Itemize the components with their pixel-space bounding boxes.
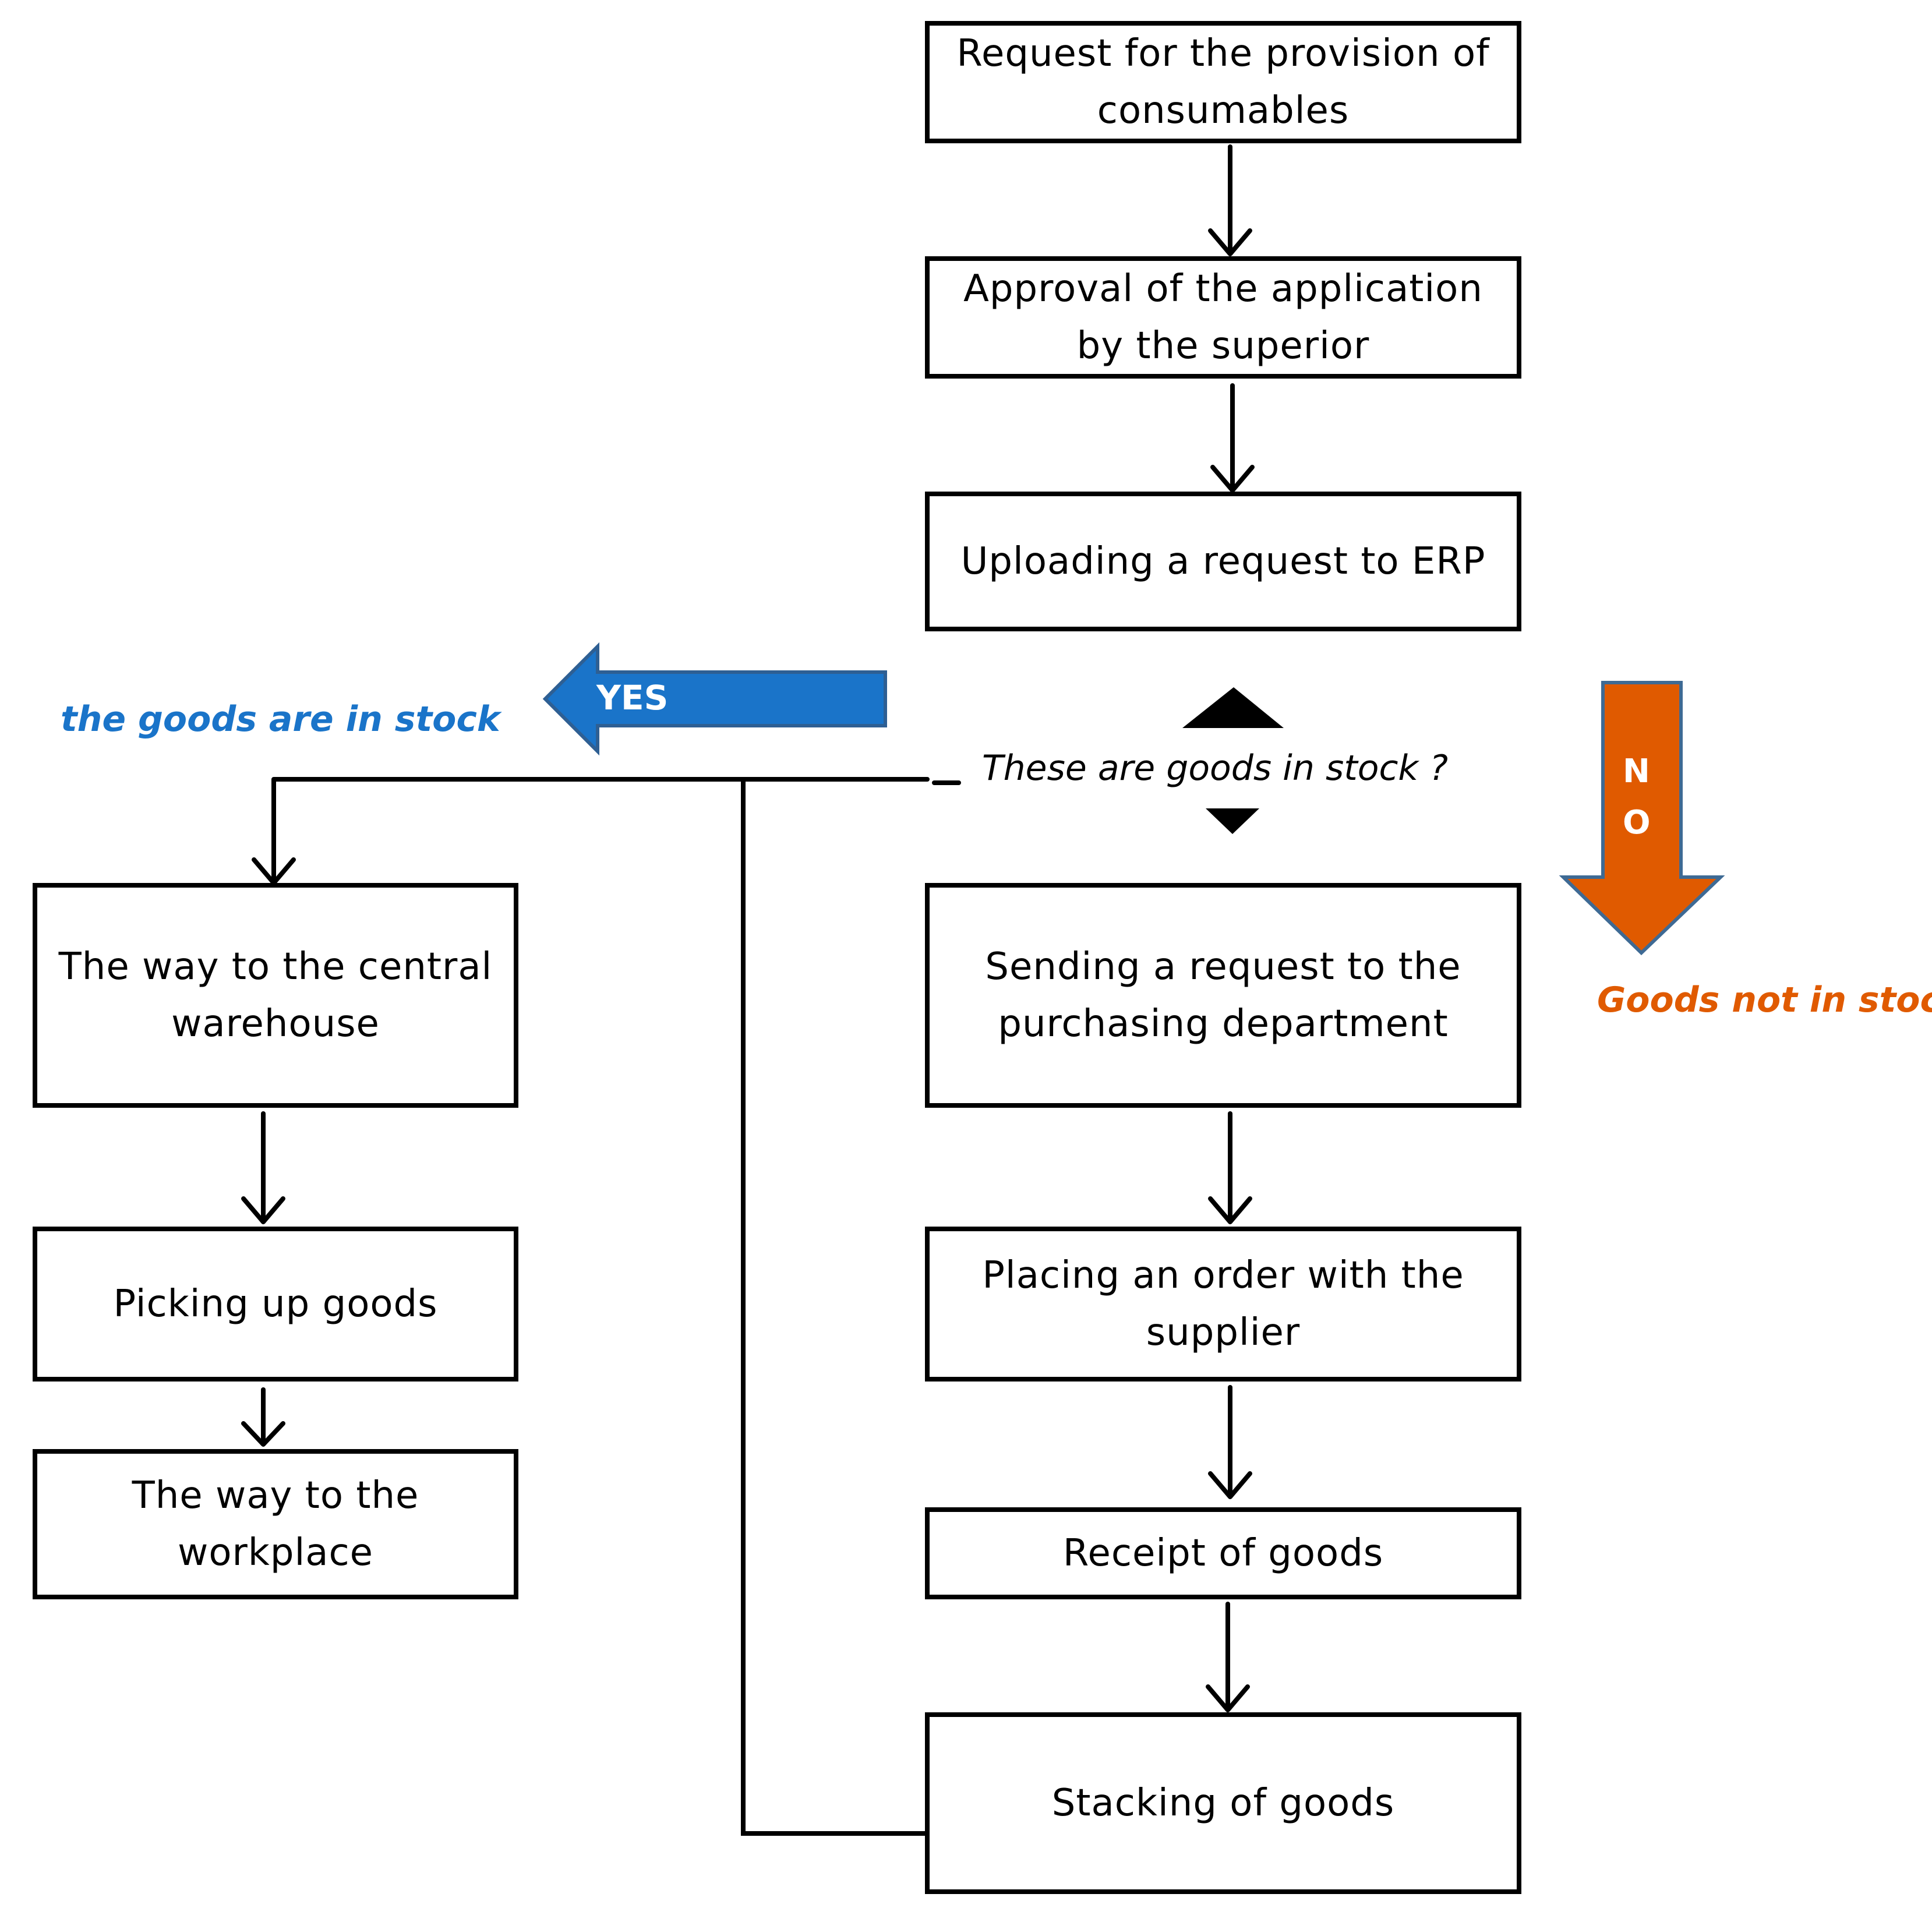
box-picking-goods: Picking up goods <box>33 1227 518 1382</box>
arrow-placing-to-receipt <box>1208 1385 1252 1499</box>
box-way-to-workplace: The way to the workplace <box>33 1449 518 1599</box>
connector-stacking-to-line <box>741 779 927 1836</box>
box-uploading-erp: Uploading a request to ERP <box>925 492 1521 631</box>
arrow-central-to-picking <box>241 1111 285 1224</box>
box-workplace-label: The way to the workplace <box>132 1474 419 1574</box>
box-request-provision: Request for the provision of consumables <box>925 21 1521 143</box>
arrow-sending-to-placing <box>1208 1111 1252 1224</box>
box-central-warehouse: The way to the central warehouse <box>33 883 518 1108</box>
no-branch-label: Goods not in stock <box>1597 980 1932 1020</box>
decision-triangle-top <box>1182 687 1284 728</box>
box-central-label: The way to the central warehouse <box>58 945 493 1045</box>
box-uploading-label: Uploading a request to ERP <box>960 540 1486 583</box>
box-approval: Approval of the application by the super… <box>925 256 1521 379</box>
arrow-receipt-to-stacking <box>1206 1602 1250 1712</box>
yes-block-arrow <box>542 642 887 756</box>
box-sending-label: Sending a request to the purchasing depa… <box>985 945 1461 1045</box>
arrow-request-to-approval <box>1208 144 1252 256</box>
box-placing-label: Placing an order with the supplier <box>982 1254 1464 1354</box>
no-arrow-text-o: O <box>1623 804 1651 842</box>
box-placing-order: Placing an order with the supplier <box>925 1227 1521 1382</box>
arrow-picking-to-workplace <box>241 1387 285 1447</box>
box-receipt-goods: Receipt of goods <box>925 1507 1521 1599</box>
arrow-approval-to-uploading <box>1210 383 1255 493</box>
box-picking-label: Picking up goods <box>113 1282 438 1326</box>
box-sending-request: Sending a request to the purchasing depa… <box>925 883 1521 1108</box>
box-receipt-label: Receipt of goods <box>1062 1532 1384 1575</box>
yes-branch-label: the goods are in stock <box>61 699 500 740</box>
no-arrow-text-n: N <box>1623 752 1650 790</box>
yes-arrow-text: YES <box>596 678 669 718</box>
box-stacking-label: Stacking of goods <box>1051 1782 1395 1825</box>
decision-triangle-bottom <box>1206 808 1259 834</box>
box-approval-label: Approval of the application by the super… <box>963 267 1483 368</box>
box-request-label: Request for the provision of consumables <box>956 32 1490 132</box>
decision-question: These are goods in stock ? <box>982 748 1449 789</box>
box-stacking-goods: Stacking of goods <box>925 1712 1521 1894</box>
no-block-arrow <box>1559 681 1725 956</box>
connector-decision-to-central <box>252 777 961 885</box>
